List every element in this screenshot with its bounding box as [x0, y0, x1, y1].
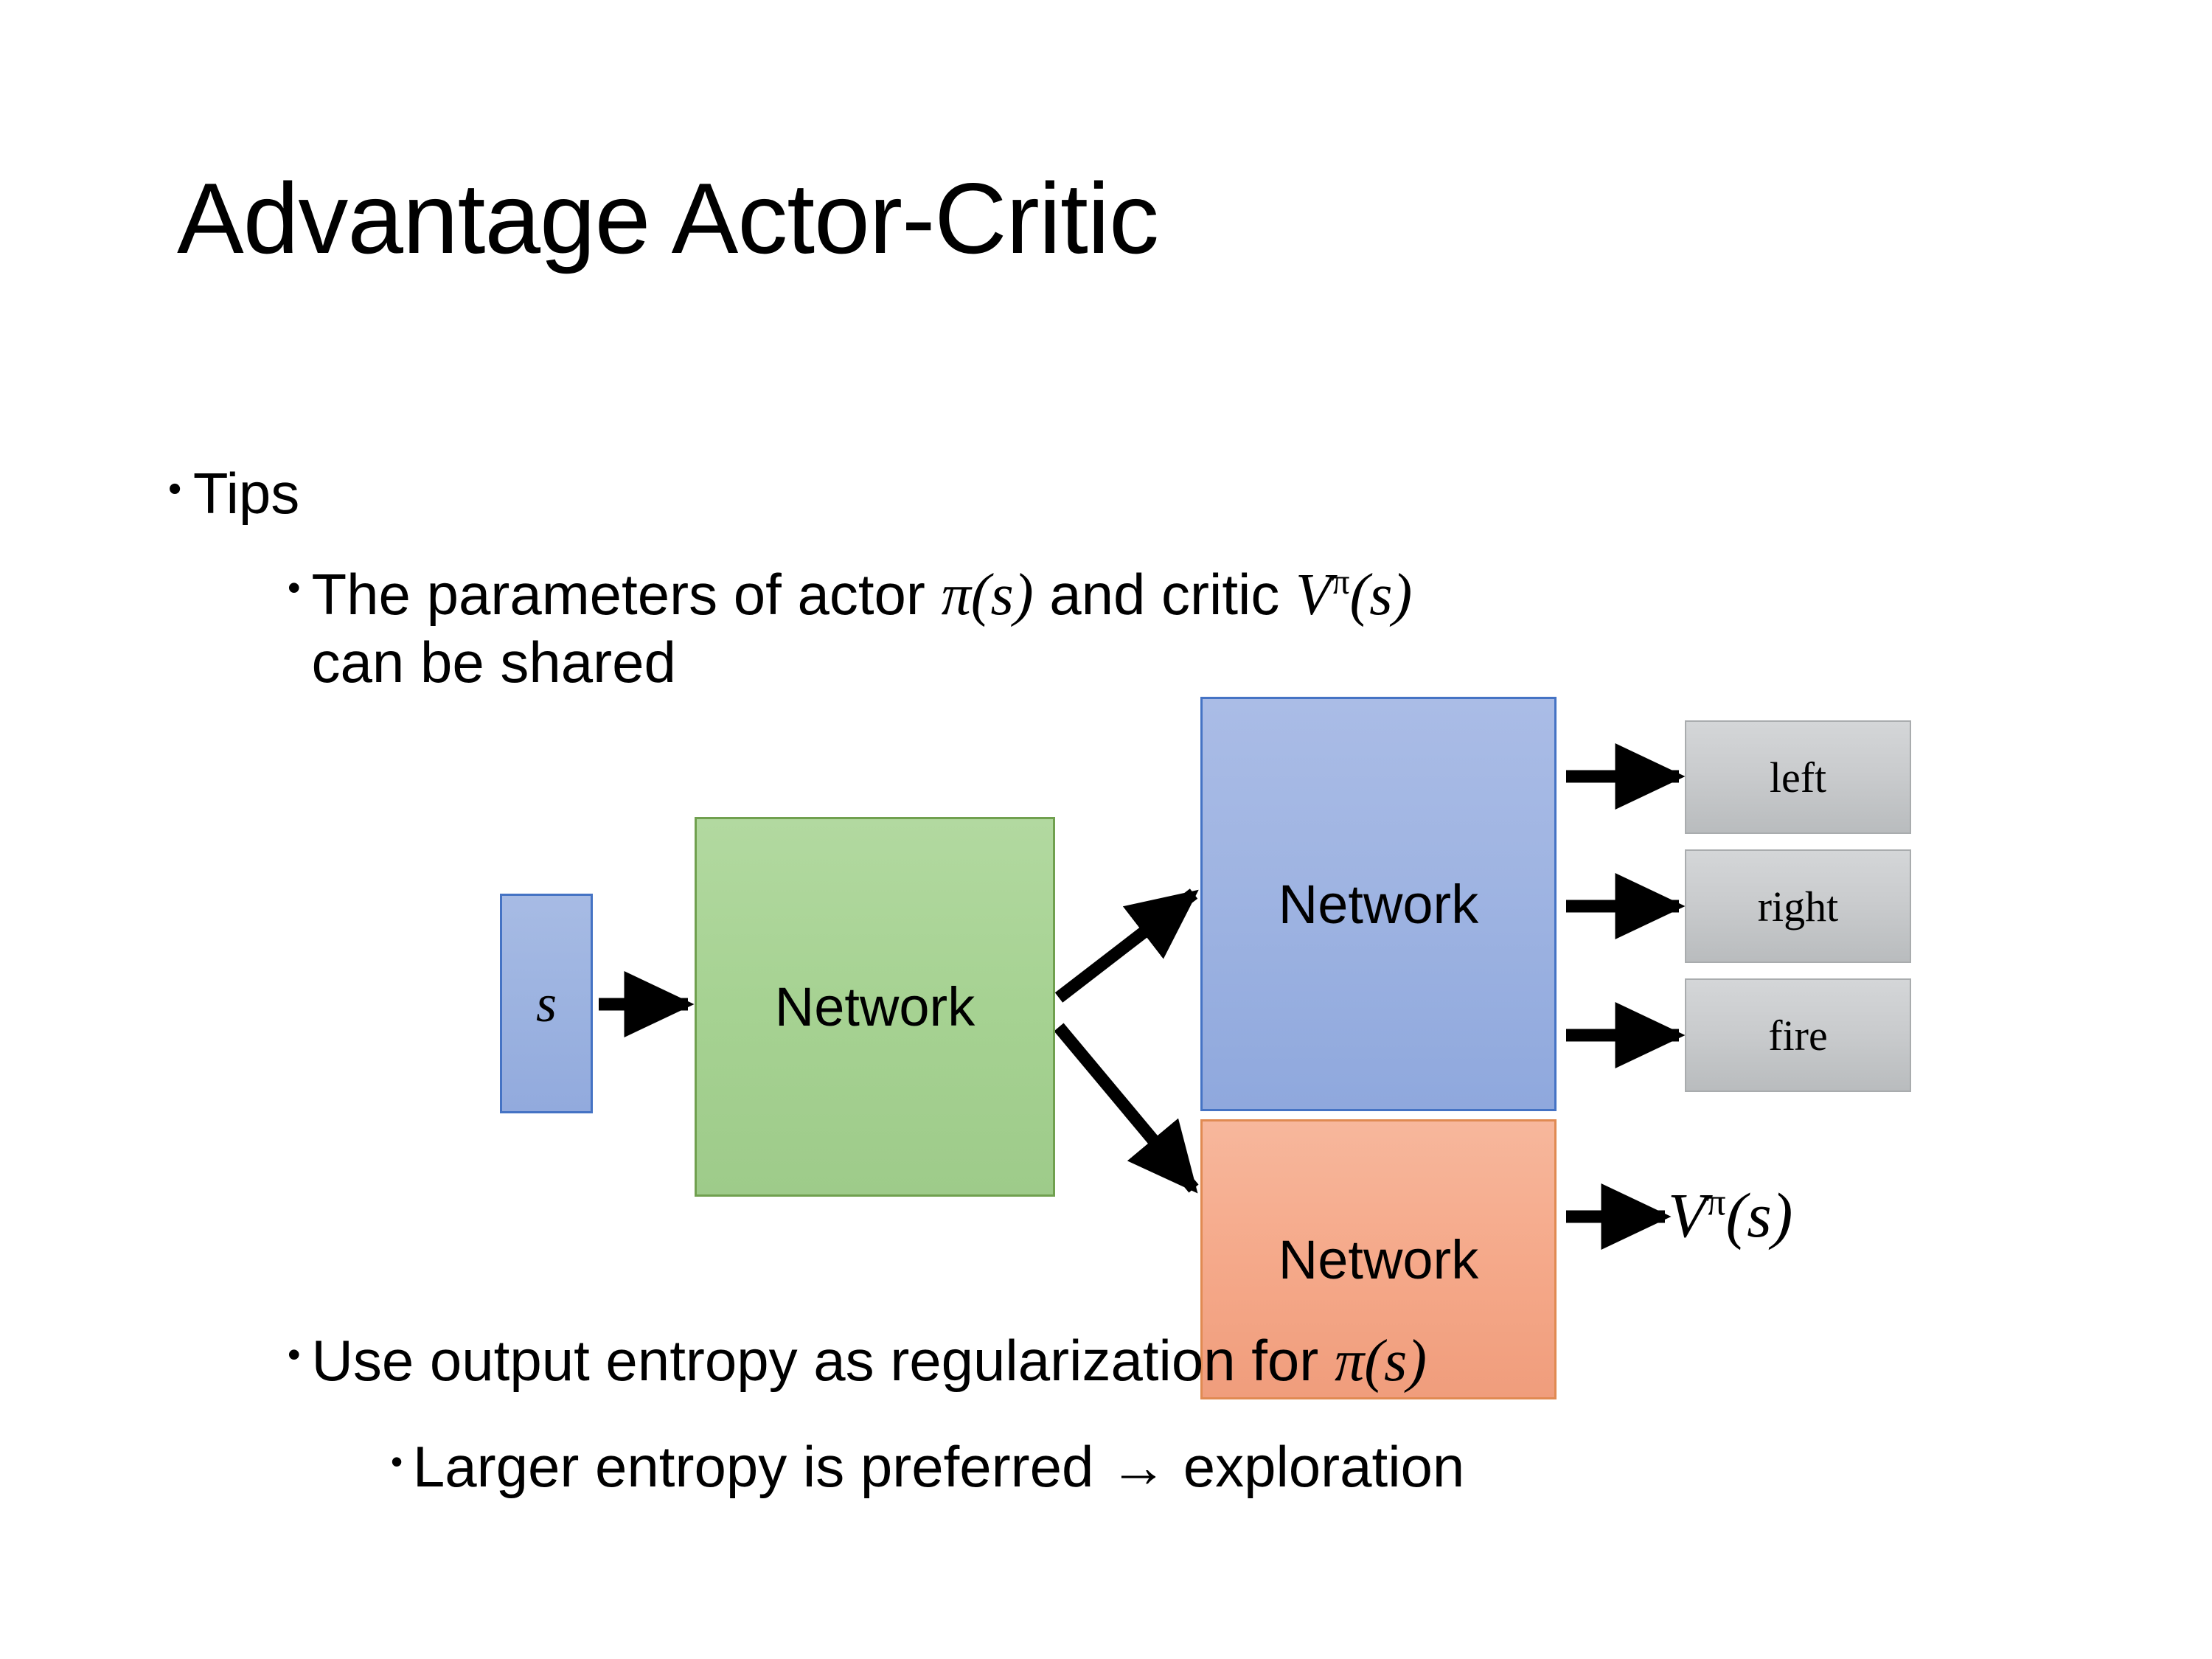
- bullet-shared-parameters: • The parameters of actor π(s) and criti…: [288, 560, 2028, 696]
- action-label-left: left: [1769, 753, 1827, 801]
- arrow-shared-to-actor: [1054, 888, 1199, 1003]
- critic-value-base: V: [1668, 1180, 1707, 1251]
- state-input-label: s: [535, 973, 557, 1033]
- bullet-shared-middle: and critic: [1033, 562, 1296, 627]
- math-critic-v-pi-s: Vπ(s): [1295, 562, 1412, 627]
- arrow-shared-to-critic: [1054, 1023, 1199, 1194]
- math-critic-superscript: π: [1332, 563, 1350, 602]
- page-title: Advantage Actor-Critic: [177, 162, 1159, 274]
- critic-value-argument: (s): [1725, 1180, 1793, 1251]
- math-actor-pi-s: π(s): [941, 562, 1034, 627]
- action-label-fire: fire: [1768, 1011, 1828, 1060]
- state-input-box: s: [500, 894, 593, 1113]
- bullet-shared-line2: can be shared: [311, 630, 676, 695]
- bullet-larger-entropy: • Larger entropy is preferred → explorat…: [391, 1434, 2087, 1500]
- bullet-entropy-prefix: Use output entropy as regularization for: [311, 1328, 1335, 1393]
- actor-network-label: Network: [1278, 873, 1479, 935]
- critic-value-output: Vπ(s): [1668, 1178, 1792, 1252]
- bullet-larger-label: Larger entropy is preferred → exploratio…: [412, 1434, 1465, 1499]
- bullet-marker-icon: •: [288, 567, 301, 608]
- bullet-marker-icon: •: [168, 467, 182, 510]
- action-label-right: right: [1757, 882, 1839, 931]
- bullet-marker-icon: •: [288, 1334, 301, 1375]
- shared-network-label: Network: [774, 976, 975, 1037]
- actor-network-box: Network: [1200, 697, 1557, 1111]
- critic-value-superscript: π: [1706, 1181, 1726, 1224]
- bullet-entropy-text: Use output entropy as regularization for…: [312, 1327, 2057, 1395]
- bullet-tips: • Tips: [168, 461, 299, 526]
- bullet-tips-label: Tips: [192, 461, 300, 526]
- action-box-fire: fire: [1685, 978, 1911, 1092]
- bullet-shared-text: The parameters of actor π(s) and critic …: [312, 560, 2028, 696]
- bullet-marker-icon: •: [391, 1442, 403, 1481]
- math-actor-pi-s: π(s): [1334, 1328, 1427, 1394]
- action-box-left: left: [1685, 720, 1911, 834]
- math-critic-argument: (s): [1349, 562, 1413, 627]
- critic-network-label: Network: [1278, 1228, 1479, 1290]
- shared-network-box: Network: [695, 817, 1055, 1197]
- bullet-entropy-regularization: • Use output entropy as regularization f…: [288, 1327, 2057, 1395]
- math-critic-base: V: [1295, 562, 1332, 627]
- bullet-shared-prefix: The parameters of actor: [311, 562, 942, 627]
- action-box-right: right: [1685, 849, 1911, 963]
